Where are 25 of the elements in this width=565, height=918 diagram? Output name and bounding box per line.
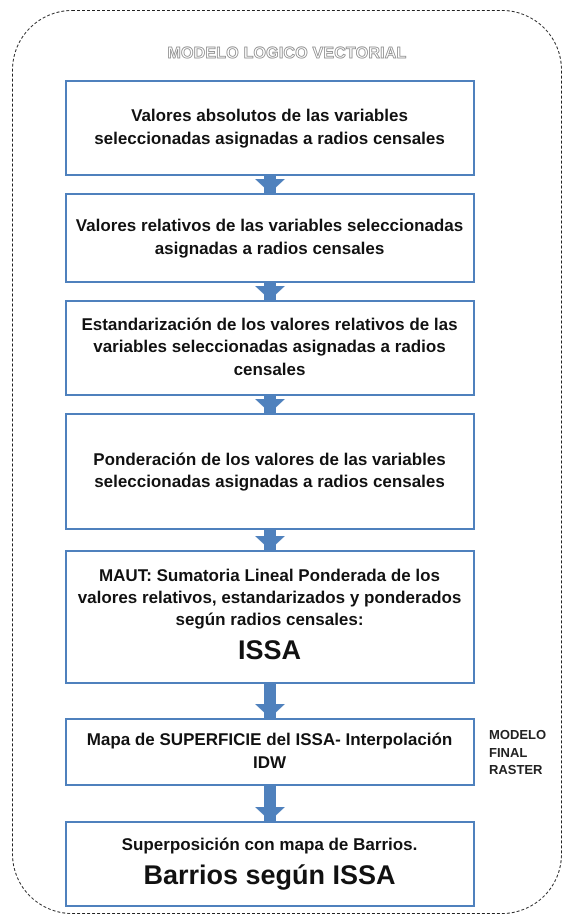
step-text: Ponderación de los valores de las variables seleccionadas asignadas a radios censales	[92, 448, 447, 493]
block-arrow	[255, 176, 285, 193]
step-text: MAUT: Sumatoria Lineal Ponderada de los valores relativos, estandarizados y ponderados según radios censales:	[76, 564, 462, 631]
process-box	[64, 718, 474, 786]
process-box	[64, 820, 474, 906]
result-text: Barrios según ISSA	[143, 859, 396, 892]
result-text: ISSA	[238, 634, 302, 668]
block-arrow	[255, 396, 285, 413]
process-box	[64, 412, 474, 530]
block-arrow	[255, 530, 285, 550]
block-arrow	[255, 283, 285, 300]
step-text: Mapa de SUPERFICIE del ISSA- Interpolación IDW	[86, 729, 454, 774]
process-box	[64, 192, 474, 282]
process-box	[64, 550, 474, 684]
step-text: Estandarización de los valores relativos de las variables seleccionadas asignadas a radios censales	[80, 314, 459, 381]
block-arrow	[255, 786, 285, 821]
process-box	[64, 300, 474, 396]
step-text: Valores relativos de las variables seleccionadas asignadas a radios censales	[74, 215, 464, 260]
block-arrow	[255, 684, 285, 718]
dashed-container	[12, 10, 562, 914]
container-heading: MODELO LOGICO VECTORIAL	[168, 45, 406, 63]
process-box	[64, 80, 474, 176]
step-text: Valores absolutos de las variables seleccionadas asignadas a radios censales	[93, 105, 446, 150]
side-note: MODELO FINAL RASTER	[489, 726, 548, 779]
step-text: Superposición con mapa de Barrios.	[122, 834, 418, 856]
